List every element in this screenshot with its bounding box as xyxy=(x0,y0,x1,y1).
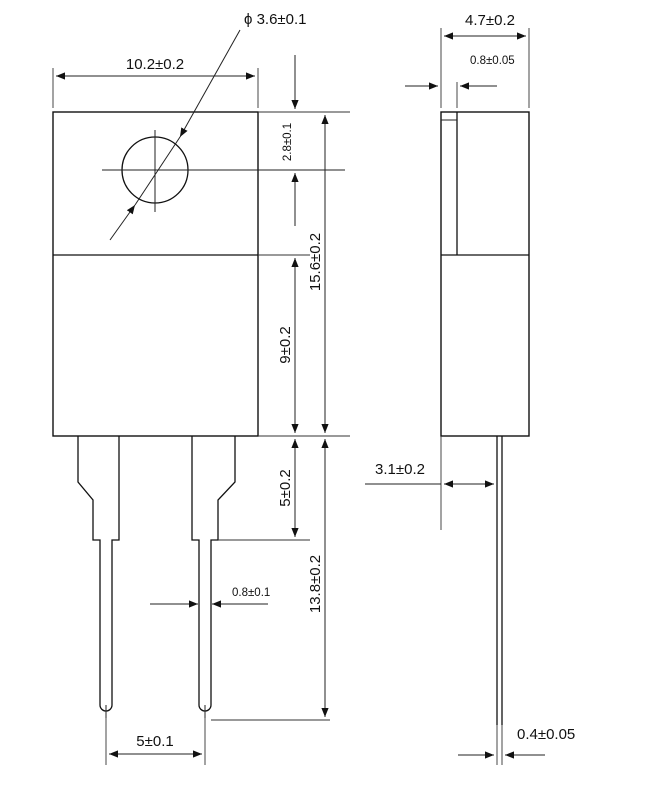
dim-lead-shoulder-label: 5±0.2 xyxy=(277,469,294,506)
dim-body-height-label: 15.6±0.2 xyxy=(307,233,324,291)
dim-body-lower-label: 9±0.2 xyxy=(277,326,294,363)
dim-hole-label: ϕ 3.6±0.1 xyxy=(244,11,307,28)
dim-lead-offset-label: 3.1±0.2 xyxy=(375,461,425,478)
dim-width-label: 10.2±0.2 xyxy=(126,56,184,73)
dim-lead-width-label: 0.8±0.1 xyxy=(232,587,270,599)
lead-right xyxy=(191,436,236,712)
dim-hole-offset-label: 2.8±0.1 xyxy=(282,123,294,161)
dim-tab-thickness-label: 0.8±0.05 xyxy=(470,55,515,67)
dim-lead-pitch-label: 5±0.1 xyxy=(136,733,173,750)
front-view: 10.2±0.2 ϕ 3.6±0.1 2.8±0.1 15.6±0.2 9±0.… xyxy=(52,11,350,765)
hole-leader-upper xyxy=(179,29,241,138)
side-view: 4.7±0.2 0.8±0.05 3.1±0.2 0.4±0.05 xyxy=(365,12,575,765)
dim-lead-thickness-label: 0.4±0.05 xyxy=(517,726,575,743)
hole-leader-lower xyxy=(109,204,136,241)
side-body-outline xyxy=(440,111,530,437)
dim-lead-length-label: 13.8±0.2 xyxy=(307,555,324,613)
dim-thickness-label: 4.7±0.2 xyxy=(465,12,515,29)
lead-left xyxy=(77,436,120,712)
hole-leader-through xyxy=(134,136,181,206)
